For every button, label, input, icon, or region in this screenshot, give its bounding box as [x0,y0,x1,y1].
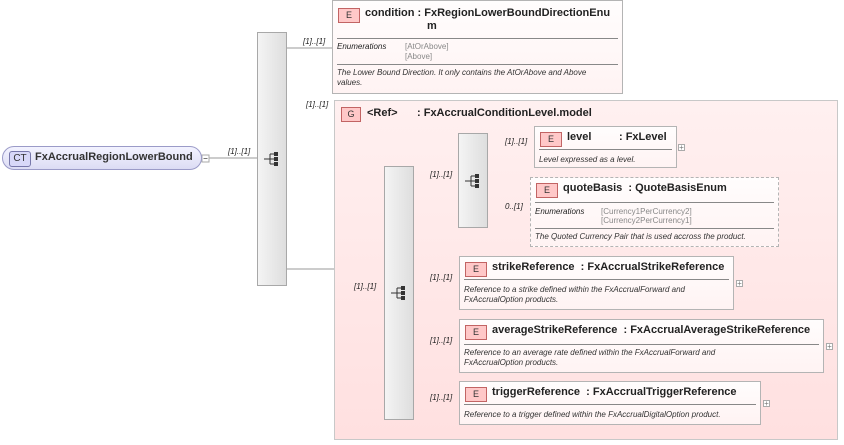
element-name: quoteBasis : QuoteBasisEnum [563,182,727,194]
element-doc: values. [337,78,363,87]
element-doc: FxAccrualOption products. [464,358,559,367]
enum-value: [AtOrAbove] [405,42,449,51]
trigger-reference-cardinality: [1]..[1] [430,393,453,402]
group-badge: G [341,107,361,122]
element-doc: The Quoted Currency Pair that is used ac… [535,232,746,241]
condition-cardinality: [1]..[1] [303,37,326,46]
sequence-icon [465,173,479,188]
enum-value: [Above] [405,52,433,61]
level-cardinality: [1]..[1] [505,137,528,146]
element-condition[interactable]: E condition : FxRegionLowerBoundDirectio… [332,0,623,94]
element-badge: E [465,262,487,277]
plus-icon[interactable]: + [736,279,743,288]
element-badge: E [536,183,558,198]
root-seq-cardinality: [1]..[1] [228,147,251,156]
element-doc: Level expressed as a level. [539,155,636,164]
level-sequence-compositor[interactable] [458,133,488,228]
separator [337,64,618,65]
element-level[interactable]: E level : FxLevel Level expressed as a l… [534,126,677,168]
element-name-wrap: m [427,20,437,32]
element-name: level : FxLevel [567,131,667,143]
element-badge: E [540,132,562,147]
enumerations-label: Enumerations [535,207,585,216]
element-name: strikeReference : FxAccrualStrikeReferen… [492,261,725,273]
group-sequence-compositor[interactable] [384,166,414,420]
average-strike-reference-cardinality: [1]..[1] [430,336,453,345]
complex-type-badge: CT [9,151,31,167]
separator [464,279,729,280]
sequence-icon [391,286,405,300]
quote-basis-cardinality: 0..[1] [505,202,523,211]
enum-value: [Currency1PerCurrency2] [601,207,692,216]
element-name: condition : FxRegionLowerBoundDirectionE… [365,7,611,19]
element-doc: Reference to a trigger defined within th… [464,410,721,419]
strike-reference-cardinality: [1]..[1] [430,273,453,282]
group-cardinality: [1]..[1] [306,100,329,109]
enum-value: [Currency2PerCurrency1] [601,216,692,225]
element-doc: The Lower Bound Direction. It only conta… [337,68,587,77]
element-doc: FxAccrualOption products. [464,295,559,304]
root-sequence-compositor[interactable] [257,32,287,286]
cond-seq-cardinality: [1]..[1] [430,170,453,179]
separator [464,404,756,405]
plus-icon[interactable]: + [763,399,770,408]
separator [539,149,672,150]
complex-type-name: FxAccrualRegionLowerBound [35,151,193,163]
enumerations-label: Enumerations [337,42,387,51]
element-strike-reference[interactable]: E strikeReference : FxAccrualStrikeRefer… [459,256,734,310]
plus-icon[interactable]: + [826,342,833,351]
inner-seq-cardinality: [1]..[1] [354,282,377,291]
separator [464,344,819,345]
element-doc: Reference to a strike defined within the… [464,285,685,294]
separator [535,202,774,203]
separator [337,38,618,39]
element-quote-basis[interactable]: E quoteBasis : QuoteBasisEnum Enumeratio… [530,177,779,247]
element-badge: E [465,325,487,340]
element-badge: E [338,8,360,23]
element-average-strike-reference[interactable]: E averageStrikeReference : FxAccrualAver… [459,319,824,373]
group-ref-label: <Ref> [367,107,398,119]
separator [535,228,774,229]
group-title: : FxAccrualConditionLevel.model [417,107,592,119]
complex-type-node[interactable]: CT FxAccrualRegionLowerBound [2,146,202,170]
element-badge: E [465,387,487,402]
element-name: triggerReference : FxAccrualTriggerRefer… [492,386,737,398]
element-trigger-reference[interactable]: E triggerReference : FxAccrualTriggerRef… [459,381,761,425]
sequence-icon [264,152,278,166]
element-name: averageStrikeReference : FxAccrualAverag… [492,324,811,336]
plus-icon[interactable]: + [678,143,685,152]
element-doc: Reference to an average rate defined wit… [464,348,716,357]
